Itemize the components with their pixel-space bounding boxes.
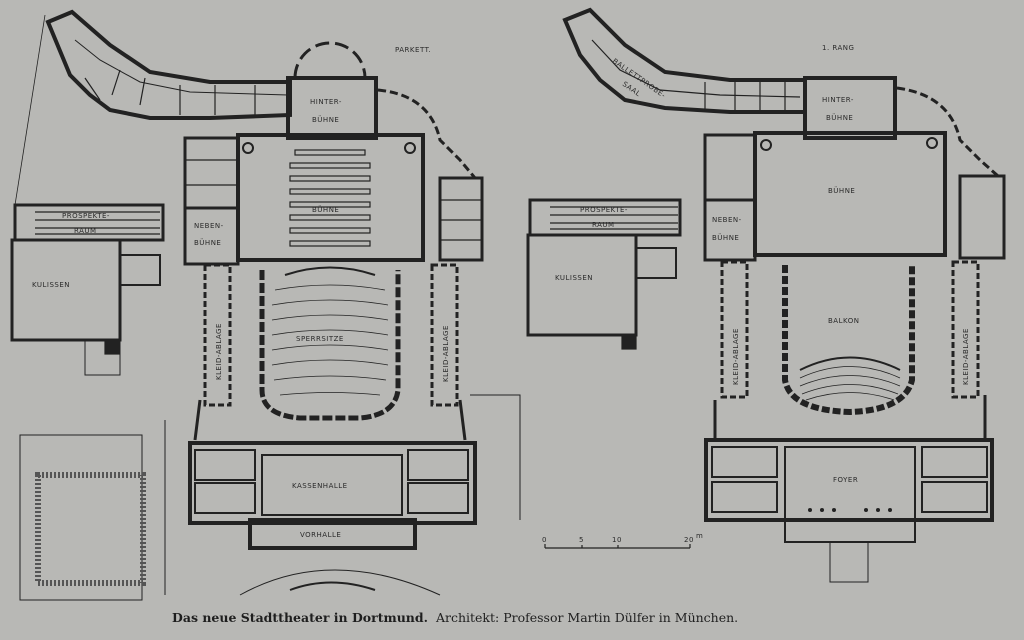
room-label: FOYER bbox=[833, 476, 858, 484]
room-label: KLEID-ABLAGE bbox=[442, 325, 450, 382]
room-label: KLEID-ABLAGE bbox=[732, 328, 740, 385]
room-label: PROSPEKTE- bbox=[62, 212, 110, 220]
room-label: SPERRSITZE bbox=[296, 335, 344, 343]
scale-bar bbox=[544, 544, 691, 549]
room-label: KASSENHALLE bbox=[292, 482, 348, 490]
room-label: HINTER- bbox=[822, 96, 854, 104]
room-label: KULISSEN bbox=[32, 281, 70, 289]
room-label: BÜHNE bbox=[194, 238, 221, 247]
room-label: VORHALLE bbox=[300, 531, 341, 539]
room-label: BÜHNE bbox=[828, 186, 855, 195]
scale-tick: 5 bbox=[579, 536, 584, 544]
parkett-title: PARKETT. bbox=[395, 46, 431, 54]
room-label: RAUM bbox=[592, 221, 615, 229]
room-label: KLEID-ABLAGE bbox=[962, 328, 970, 385]
room-label: KULISSEN bbox=[555, 274, 593, 282]
caption: Das neue Stadttheater in Dortmund. Archi… bbox=[172, 610, 738, 625]
room-label: BÜHNE bbox=[312, 115, 339, 124]
room-label: BÜHNE bbox=[312, 205, 339, 214]
room-label: NEBEN- bbox=[194, 222, 224, 230]
room-label: RAUM bbox=[74, 227, 97, 235]
room-label: BALKON bbox=[828, 317, 859, 325]
scale-tick: 20 bbox=[684, 536, 694, 544]
rang-plan bbox=[526, 7, 1006, 583]
caption-title: Das neue Stadttheater in Dortmund. bbox=[172, 610, 428, 625]
room-label: PROSPEKTE- bbox=[580, 206, 628, 214]
room-label: BÜHNE bbox=[826, 113, 853, 122]
rang-title: 1. RANG bbox=[822, 44, 854, 52]
room-label: HINTER- bbox=[310, 98, 342, 106]
scale-tick: 10 bbox=[612, 536, 622, 544]
caption-credit: Architekt: Professor Martin Dülfer in Mü… bbox=[435, 610, 739, 625]
room-label: BÜHNE bbox=[712, 233, 739, 242]
room-label: NEBEN- bbox=[712, 216, 742, 224]
scale-unit: m bbox=[696, 532, 703, 540]
parkett-plan bbox=[10, 9, 521, 601]
scale-tick: 0 bbox=[542, 536, 547, 544]
room-label: KLEID-ABLAGE bbox=[215, 323, 223, 380]
